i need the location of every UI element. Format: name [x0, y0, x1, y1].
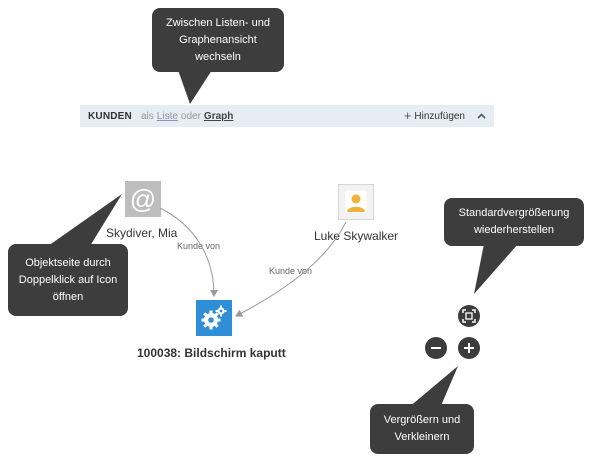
chevron-up-icon[interactable]	[477, 111, 486, 122]
tooltip-view-switch: Zwischen Listen- und Graphenansicht wech…	[152, 8, 284, 72]
tooltip-object-page-text: Objektseite durch Doppelklick auf Icon ö…	[18, 256, 118, 303]
fit-to-screen-icon[interactable]	[458, 305, 480, 327]
graph-view-link[interactable]: Graph	[203, 110, 234, 122]
customers-toolbar: KUNDEN als Liste oder Graph + Hinzufügen	[80, 105, 494, 127]
edge-mia-ticket	[159, 207, 218, 297]
or-text: oder	[180, 110, 201, 122]
plus-icon	[464, 343, 474, 353]
ticket-title: 100038: Bildschirm kaputt	[137, 346, 286, 360]
list-view-link[interactable]: Liste	[156, 110, 178, 122]
email-icon[interactable]: @	[125, 181, 161, 217]
minus-icon	[431, 347, 441, 349]
tooltip-reset-zoom-text: Standardvergrößerung wiederherstellen	[458, 207, 570, 236]
zoom-in-button[interactable]	[458, 337, 480, 359]
person-icon[interactable]	[338, 184, 374, 220]
edge-label-mia: Kunde von	[177, 241, 221, 251]
edge-label-luke: Kunde von	[269, 266, 313, 276]
plus-icon: +	[403, 108, 412, 123]
as-text: als	[140, 110, 154, 122]
add-button-label: Hinzufügen	[414, 110, 465, 122]
add-button[interactable]: + Hinzufügen	[403, 108, 465, 123]
tooltip-zoom-in-out: Vergrößern und Verkleinern	[370, 404, 474, 454]
tooltip-view-switch-text: Zwischen Listen- und Graphenansicht wech…	[166, 16, 270, 63]
tooltip-zoom-in-out-text: Vergrößern und Verkleinern	[383, 414, 461, 443]
email-icon-glyph: @	[129, 183, 157, 214]
zoom-out-button[interactable]	[425, 337, 447, 359]
gear-icon[interactable]	[196, 300, 232, 336]
tooltip-object-page: Objektseite durch Doppelklick auf Icon ö…	[8, 244, 128, 316]
customer-name-mia: Skydiver, Mia	[106, 226, 178, 240]
section-title: KUNDEN	[88, 110, 132, 122]
tooltip-reset-zoom: Standardvergrößerung wiederherstellen	[444, 198, 584, 246]
edge-luke-ticket	[235, 221, 347, 317]
